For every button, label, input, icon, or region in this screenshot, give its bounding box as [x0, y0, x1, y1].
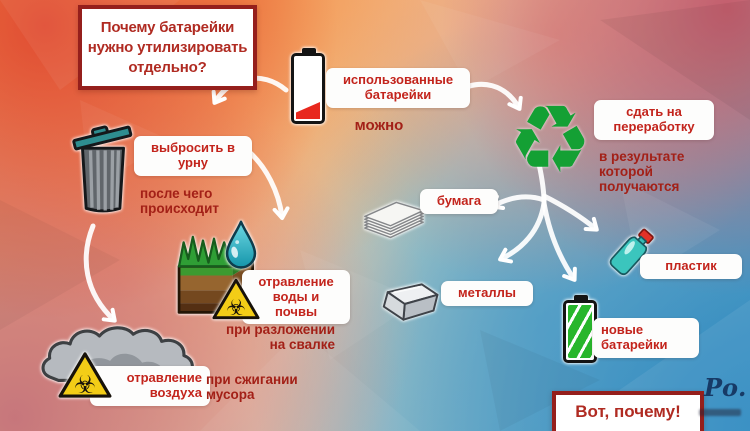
arrow-to-paper — [490, 194, 547, 211]
new-batteries-label: новые батарейки — [593, 318, 699, 358]
battery-terminal — [574, 295, 588, 302]
recycle-icon: ♻ — [508, 86, 593, 195]
recycle-note: в результате которой получаются — [599, 149, 685, 195]
arrow-to-metals — [498, 200, 547, 264]
svg-text:☣: ☣ — [226, 296, 246, 321]
biohazard-icon-2: ☣ — [58, 352, 112, 399]
water-drop-icon — [225, 220, 257, 269]
soil-note: при разложении на свалке — [225, 322, 335, 353]
battery-low-charge — [296, 102, 320, 119]
battery-full-charge — [568, 305, 592, 358]
svg-text:☣: ☣ — [74, 370, 96, 399]
trash-can-icon — [72, 125, 133, 213]
used-battery-label: использованные батарейки — [326, 68, 470, 108]
battery-terminal — [302, 48, 316, 55]
air-label: отравление воздуха — [90, 366, 210, 406]
arrow-trash-to-soil — [244, 147, 290, 220]
soil-label: отравление воды и почвы — [242, 270, 350, 325]
conclusion-text: Вот, почему! — [575, 402, 681, 421]
page-title: Почему батарейки нужно утилизировать отд… — [87, 19, 248, 76]
biohazard-icon: ☣ — [212, 278, 260, 321]
conclusion-box: Вот, почему! — [552, 391, 704, 431]
can-note: можно — [354, 117, 404, 134]
paper-stack-icon — [364, 201, 424, 239]
trash-note: после чего происходит — [140, 186, 219, 217]
trash-label: выбросить в урну — [134, 136, 252, 176]
title-box: Почему батарейки нужно утилизировать отд… — [78, 5, 257, 91]
paper-label: бумага — [420, 189, 498, 214]
used-battery-icon — [291, 48, 327, 126]
soil-block-icon — [177, 235, 255, 314]
air-note: при сжигании мусора — [206, 372, 298, 403]
plastic-bottle-icon — [609, 228, 654, 276]
arrow-to-plastic — [541, 193, 599, 232]
new-battery-icon — [563, 295, 599, 365]
arrow-to-new-batteries — [541, 200, 577, 282]
arrow-trash-to-cloud — [83, 223, 117, 323]
metals-label: металлы — [441, 281, 533, 306]
metal-ingot-icon — [382, 283, 439, 321]
watermark — [699, 409, 741, 416]
logo: Ро. — [704, 373, 747, 402]
plastic-label: пластик — [640, 254, 742, 279]
recycle-label: сдать на переработку — [594, 100, 714, 140]
